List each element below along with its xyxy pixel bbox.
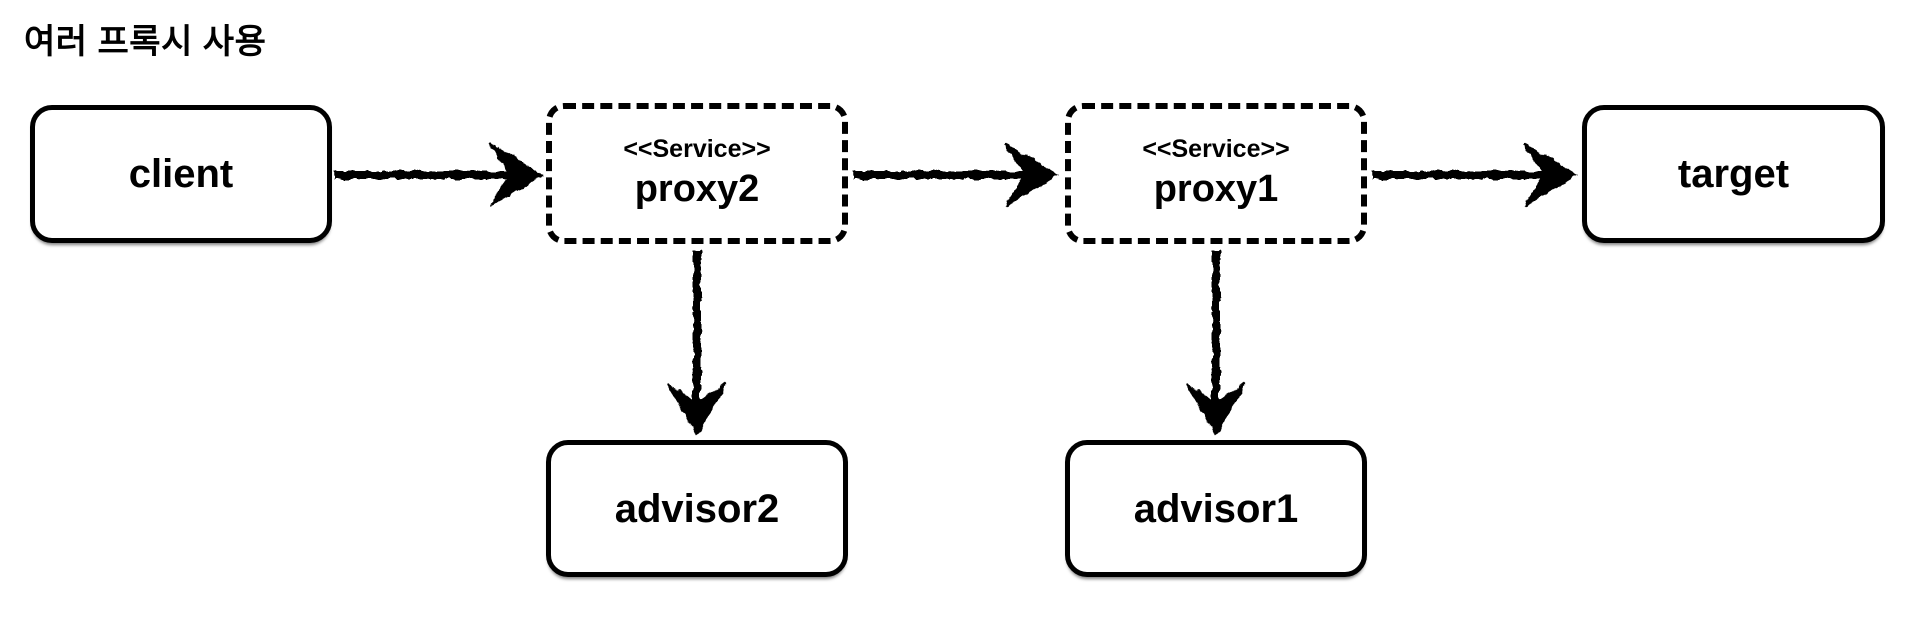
node-advisor1: advisor1	[1065, 440, 1367, 577]
node-proxy2-label: proxy2	[634, 167, 760, 210]
node-proxy1-label: proxy1	[1153, 167, 1279, 210]
arrow-client-to-proxy2	[335, 143, 544, 207]
node-proxy1-stereotype: <<Service>>	[1142, 135, 1290, 164]
arrow-proxy1-to-advisor1	[1186, 250, 1246, 436]
node-client-label: client	[128, 152, 234, 196]
node-proxy1: <<Service>> proxy1	[1065, 103, 1367, 244]
node-target: target	[1582, 105, 1885, 243]
arrow-proxy2-to-proxy1	[854, 143, 1059, 207]
node-proxy2-stereotype: <<Service>>	[623, 135, 771, 164]
diagram-title: 여러 프록시 사용	[24, 23, 267, 61]
node-advisor2-label: advisor2	[614, 486, 780, 531]
node-advisor2: advisor2	[546, 440, 848, 577]
node-advisor1-label: advisor1	[1133, 486, 1299, 531]
node-client: client	[30, 105, 332, 243]
arrow-proxy1-to-target	[1373, 143, 1578, 207]
arrow-proxy2-to-advisor2	[667, 250, 727, 436]
node-target-label: target	[1677, 152, 1790, 196]
node-proxy2: <<Service>> proxy2	[546, 103, 848, 244]
